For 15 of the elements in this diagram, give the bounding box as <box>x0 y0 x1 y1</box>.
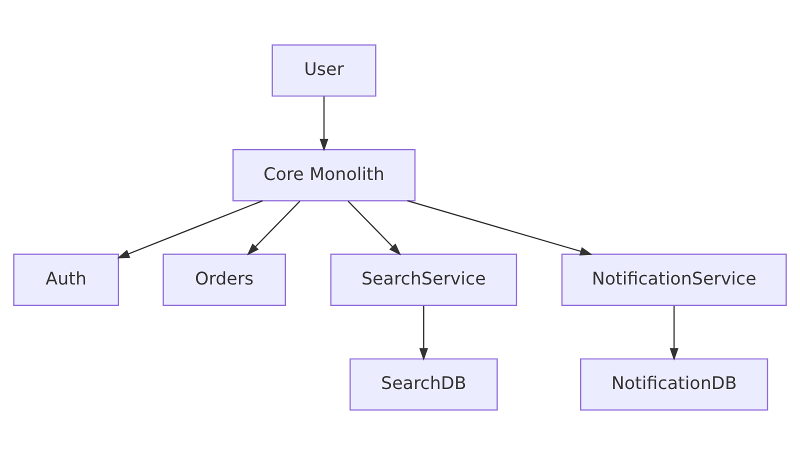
node-box: Auth <box>13 254 120 306</box>
arrow <box>670 306 678 361</box>
node-box: Core Monolith <box>232 149 416 202</box>
node-box: SearchDB <box>350 358 498 411</box>
arrow <box>117 200 263 258</box>
node-box: Orders <box>162 254 286 306</box>
node-box: NotificationService <box>561 254 787 306</box>
node-box: User <box>272 44 376 97</box>
node-box: SearchService <box>330 254 518 306</box>
arrow <box>320 96 328 152</box>
arrow <box>407 200 593 256</box>
arrow <box>348 200 402 256</box>
node-box: NotificationDB <box>580 358 768 411</box>
arrow <box>246 200 300 256</box>
arrow <box>419 306 428 361</box>
